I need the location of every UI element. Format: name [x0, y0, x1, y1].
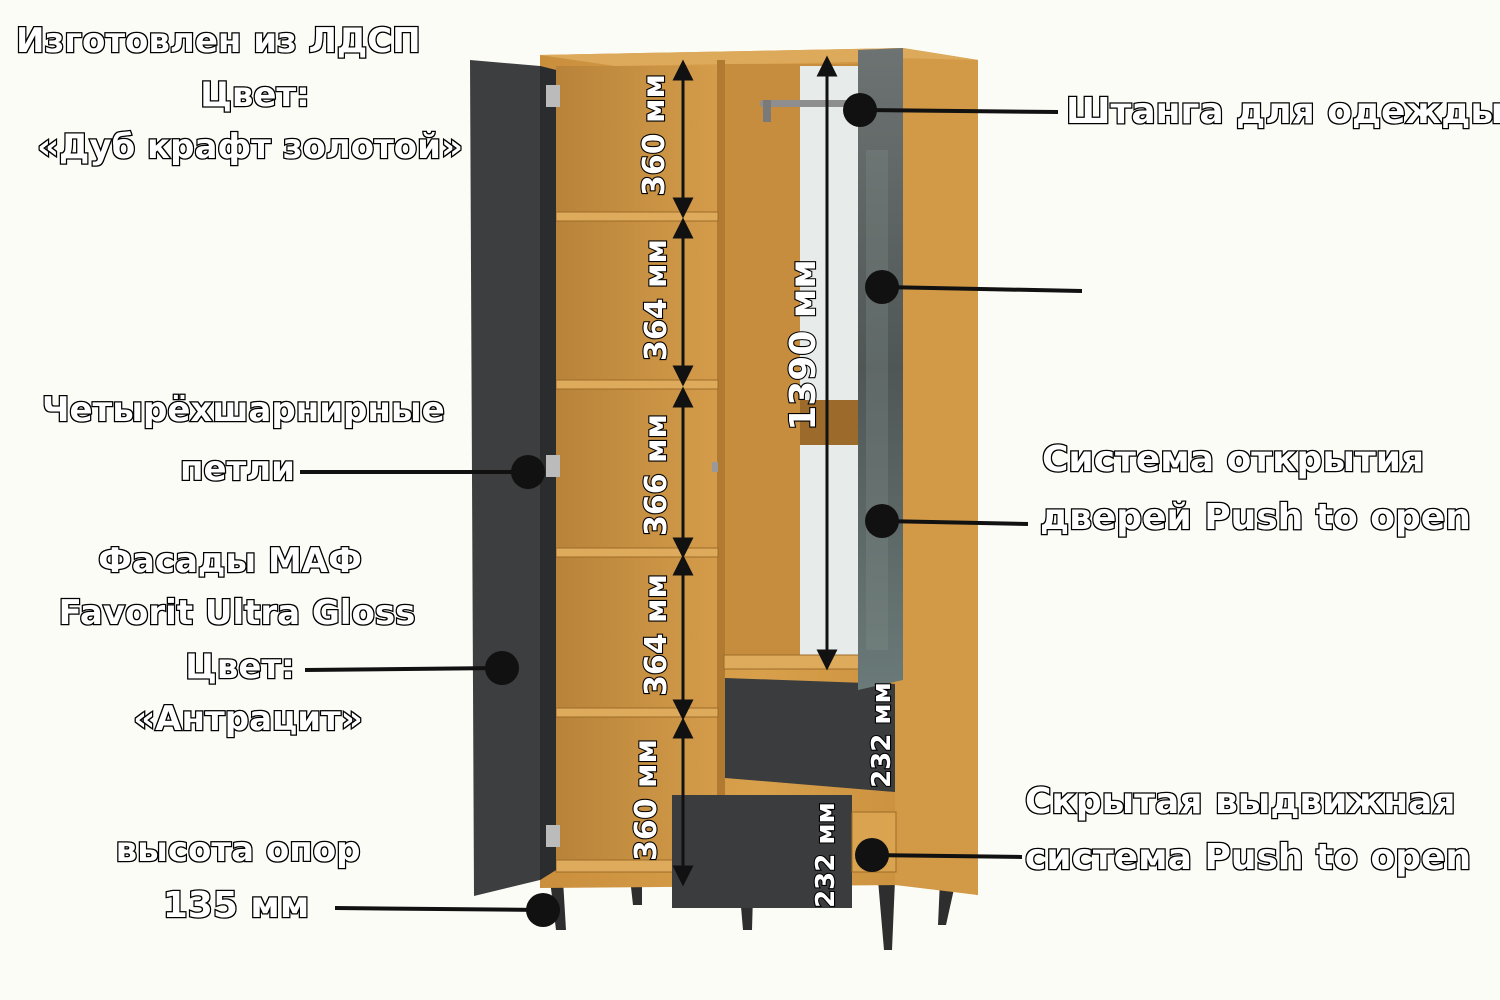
callout-pointers — [300, 108, 1083, 912]
dim-drawer-top: 232 мм — [867, 682, 897, 788]
material-label-line2: Цвет: — [199, 75, 311, 115]
drawer-label-line2: система Push to open — [1024, 837, 1473, 878]
hinges-label-line2: петли — [179, 449, 296, 489]
rod-marker-dot — [843, 93, 877, 127]
hinges-label-line1: Четырёхшарнирные — [41, 390, 446, 430]
legs-label-line2: 135 мм — [161, 885, 310, 926]
dim-shelf1: 360 мм — [637, 74, 672, 196]
dim-shelf5: 360 мм — [629, 739, 664, 861]
facade-marker-dot — [485, 651, 519, 685]
push-door-label-line1: Система открытия — [1041, 439, 1426, 480]
push-door-label-line2: дверей Push to open — [1039, 497, 1472, 538]
dimension-arrows — [672, 55, 838, 887]
dim-hanging: 1390 мм — [783, 259, 824, 431]
rod-label: Штанга для одежды — [1065, 91, 1500, 132]
dim-shelf3: 366 мм — [639, 414, 674, 536]
facade-label-line2: Favorit Ultra Gloss — [57, 593, 416, 633]
dim-drawer-bottom: 232 мм — [811, 802, 841, 908]
facade-label-line3: Цвет: — [184, 647, 296, 687]
drawer-marker-dot — [855, 838, 889, 872]
legs-label-line1: высота опор — [114, 830, 361, 870]
material-label-line3: «Дуб крафт золотой» — [36, 127, 464, 167]
glass-door-marker-dot — [865, 270, 899, 304]
cabinet-body — [470, 48, 978, 908]
dimension-labels: 360 мм 364 мм 366 мм 364 мм 360 мм 1390 … — [628, 73, 898, 909]
drawer-label-line1: Скрытая выдвижная — [1024, 781, 1457, 822]
facade-label-line4: «Антрацит» — [132, 699, 364, 739]
dim-shelf2: 364 мм — [639, 239, 674, 361]
dim-shelf4: 364 мм — [639, 574, 674, 696]
hinge-marker-dot — [511, 455, 545, 489]
legs-marker-dot — [526, 893, 560, 927]
push-door-marker-dot — [865, 504, 899, 538]
facade-label-line1: Фасады МАФ — [97, 541, 363, 581]
material-label-line1: Изготовлен из ЛДСП — [15, 21, 422, 61]
